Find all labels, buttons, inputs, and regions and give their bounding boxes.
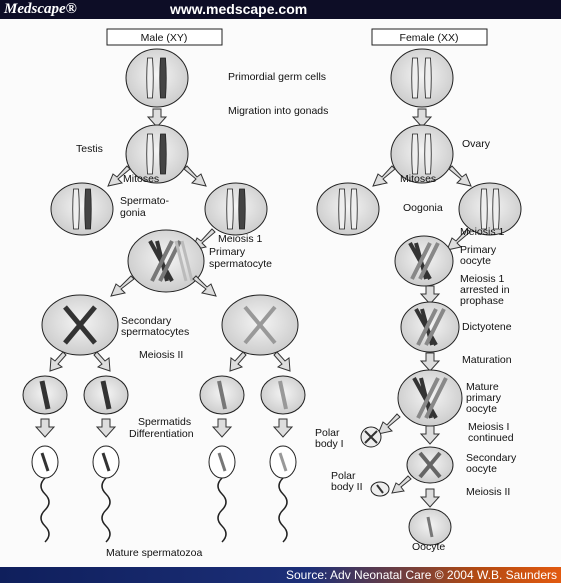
arrow-down-right-2 [193, 276, 216, 296]
arrow-down [421, 286, 439, 304]
polar-body-1 [361, 427, 381, 447]
arrow-down [36, 419, 54, 437]
arrow-down [274, 419, 292, 437]
arrow-down [213, 419, 231, 437]
label-meiosis2-female: Meiosis II [466, 486, 510, 498]
label-spermatogonia-2: gonia [120, 207, 146, 219]
spermatozoon-1 [32, 446, 58, 542]
secondary-oocyte-cell [407, 447, 453, 483]
arrow-meiosis2-a [50, 352, 66, 371]
label-mature-oocyte-3: oocyte [466, 403, 497, 415]
arrow-down [413, 109, 431, 127]
label-arrest-3: prophase [460, 295, 504, 307]
label-differentiation: Differentiation [129, 428, 194, 440]
site-url[interactable]: www.medscape.com [170, 2, 307, 17]
label-meiosis1-female: Meiosis 1 [460, 226, 505, 238]
arrow-down-left-2 [111, 276, 134, 296]
top-bar: Medscape® www.medscape.com [0, 0, 561, 19]
label-mitoses-male: Mitoses [123, 173, 159, 185]
arrow-meiosis2-d [274, 352, 290, 371]
oocyte-cell [409, 509, 451, 545]
label-dictyotene: Dictyotene [462, 321, 512, 333]
label-polar1-2: body I [315, 438, 344, 450]
arrow-down [421, 426, 439, 444]
label-meiosis1-continued-2: continued [468, 432, 514, 444]
arrow-down [421, 489, 439, 507]
dictyotene-cell [401, 302, 459, 352]
arrow-meiosis2-c [230, 352, 246, 371]
female-primordial-cell [391, 49, 453, 107]
spermatid-3 [200, 376, 244, 414]
label-maturation: Maturation [462, 354, 512, 366]
label-migration: Migration into gonads [228, 105, 328, 117]
spermatozoon-3 [209, 446, 235, 542]
spermatogonia-cell-right [205, 183, 267, 235]
arrow-down [148, 109, 166, 127]
spermatozoon-2 [93, 446, 119, 542]
arrow-to-polar1 [378, 414, 400, 434]
spermatozoon-4 [270, 446, 296, 542]
gametogenesis-diagram: Male (XY) Female (XX) [0, 19, 561, 567]
medscape-logo[interactable]: Medscape® [4, 1, 77, 17]
oogonia-cell-left [317, 183, 379, 235]
male-title: Male (XY) [141, 32, 188, 44]
label-spermatogonia-1: Spermato- [120, 195, 170, 207]
primary-oocyte-cell [395, 236, 453, 286]
source-bar: Source: Adv Neonatal Care © 2004 W.B. Sa… [0, 567, 561, 583]
arrow-meiosis2-b [94, 352, 110, 371]
label-primary-sperm-1: Primary [209, 246, 246, 258]
primary-spermatocyte-cell [128, 230, 204, 292]
label-oocyte: Oocyte [412, 541, 445, 553]
secondary-spermatocyte-right [222, 295, 298, 355]
spermatid-4 [261, 376, 305, 414]
polar-body-2 [371, 482, 389, 496]
label-mature-spermatozoa: Mature spermatozoa [106, 547, 202, 559]
label-primary-sperm-2: spermatocyte [209, 258, 272, 270]
arrow-to-polar2 [392, 476, 411, 493]
label-ovary: Ovary [462, 138, 491, 150]
label-mitoses-female: Mitoses [400, 173, 436, 185]
label-oogonia: Oogonia [403, 202, 443, 214]
female-title: Female (XX) [400, 32, 459, 44]
mature-primary-oocyte-cell [398, 370, 462, 426]
label-primordial: Primordial germ cells [228, 71, 326, 83]
label-polar2-2: body II [331, 481, 363, 493]
label-testis: Testis [76, 143, 103, 155]
label-secondary-sperm-2: spermatocytes [121, 326, 189, 338]
spermatid-2 [84, 376, 128, 414]
spermatogonia-cell-left [51, 183, 113, 235]
label-meiosis1-male: Meiosis 1 [218, 233, 263, 245]
spermatid-1 [23, 376, 67, 414]
label-spermatids: Spermatids [138, 416, 191, 428]
arrow-down [421, 353, 439, 371]
secondary-spermatocyte-left [42, 295, 118, 355]
arrow-down-right-f [449, 166, 471, 186]
source-text: Source: Adv Neonatal Care © 2004 W.B. Sa… [286, 568, 557, 582]
male-primordial-cell [126, 49, 188, 107]
label-primary-oocyte-2: oocyte [460, 255, 491, 267]
arrow-down-right [184, 166, 206, 186]
arrow-down [97, 419, 115, 437]
arrow-down-left-f [373, 166, 395, 186]
label-meiosis2-male: Meiosis II [139, 349, 183, 361]
label-secondary-oocyte-2: oocyte [466, 463, 497, 475]
